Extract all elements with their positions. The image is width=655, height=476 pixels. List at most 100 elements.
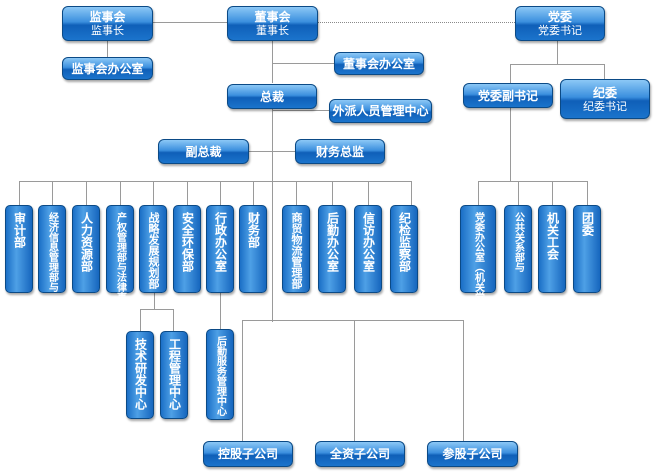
party-deputy-secretary-node[interactable]: 党委副书记 [463,83,553,108]
dept-strategy[interactable]: 战略发展规划部 [139,205,167,293]
connector [557,40,558,64]
dept-discipline-inspection[interactable]: 纪检监察部 [390,205,418,293]
engineering-center[interactable]: 工程管理中心 [160,331,188,419]
dept-logistics-office[interactable]: 后勤办公室 [318,205,346,293]
connector [220,293,221,329]
dept-human-resources[interactable]: 人力资源部 [72,205,100,293]
node-title: 控股子公司 [217,447,278,461]
node-subtitle: 党委书记 [538,24,582,37]
connector [296,181,297,205]
dept-label: 纪检监察部 [397,212,412,272]
center-label: 后勤服务管理中心 [214,336,226,416]
dept-admin-office[interactable]: 行政办公室 [206,205,234,293]
party-dept-public-relations[interactable]: 公共关系部与 [504,205,532,293]
dept-economic-info[interactable]: 经济信息管理部与 [38,205,66,293]
dept-petition-office[interactable]: 信访办公室 [354,205,382,293]
connector [411,181,412,205]
connector [52,181,53,205]
node-title: 参股子公司 [442,447,503,461]
node-title: 监事会 [89,10,126,24]
connector [19,181,20,205]
dept-audit[interactable]: 审计部 [5,205,33,293]
party-dept-label: 公共关系部与 [512,212,524,272]
node-title: 党委 [547,10,572,24]
connector [332,181,333,205]
connector [518,181,519,205]
connector [187,181,188,205]
connector [120,181,121,205]
connector [153,181,154,205]
node-title: 党委副书记 [477,88,538,103]
dept-label: 经济信息管理部与 [46,212,58,292]
connector [368,181,369,205]
rd-center[interactable]: 技术研发中心 [126,331,154,419]
supervisors-office-node[interactable]: 监事会办公室 [62,57,153,80]
cfo-node[interactable]: 财务总监 [295,139,385,164]
node-subtitle: 监事长 [91,24,124,37]
party-committee-node[interactable]: 党委 党委书记 [515,6,605,41]
node-title: 财务总监 [315,144,364,159]
connector [242,320,463,321]
holding-subsidiary-node[interactable]: 控股子公司 [203,441,293,467]
dept-finance[interactable]: 财务部 [239,205,267,293]
node-title: 监事会办公室 [71,61,144,76]
party-dept-label: 团委 [580,212,595,236]
connector [604,64,605,79]
equity-participation-node[interactable]: 参股子公司 [427,441,518,467]
dept-label: 审计部 [12,212,27,248]
node-title: 董事会办公室 [342,56,415,71]
wholly-owned-subsidiary-node[interactable]: 全资子公司 [315,441,405,467]
dept-trade-logistics[interactable]: 商贸物流管理部 [282,205,310,293]
party-dept-label: 机关工会 [545,212,560,260]
connector [249,151,295,152]
center-label: 工程管理中心 [167,338,182,410]
logistics-service-center[interactable]: 后勤服务管理中心 [206,329,234,420]
connector [140,309,173,310]
connector [153,22,227,23]
center-label: 技术研发中心 [133,338,148,410]
node-title: 全资子公司 [329,447,390,461]
dept-label: 安全环保部 [180,212,195,272]
connector [510,64,604,65]
connector [242,320,243,441]
node-title: 总裁 [259,89,284,104]
node-title: 外派人员管理中心 [332,104,429,118]
dept-label: 信访办公室 [361,212,376,272]
dept-label: 后勤办公室 [325,212,340,272]
dept-label: 商贸物流管理部 [290,212,303,289]
node-title: 纪委 [592,85,617,100]
president-node[interactable]: 总裁 [227,84,317,109]
party-dept-youth-league[interactable]: 团委 [573,205,601,293]
dept-property-legal[interactable]: 产权管理部与法律事务 [106,205,134,312]
connector [272,63,334,64]
expat-center-node[interactable]: 外派人员管理中心 [329,99,432,123]
node-title: 副总裁 [185,144,222,159]
connector [552,181,553,205]
connector [354,320,355,441]
connector [478,181,587,182]
dept-label: 产权管理部与法律事务 [114,212,126,312]
dotted-connector [318,22,515,23]
vice-president-node[interactable]: 副总裁 [158,139,249,164]
board-office-node[interactable]: 董事会办公室 [334,52,424,75]
connector [272,40,273,83]
dept-safety-env[interactable]: 安全环保部 [173,205,201,293]
connector [478,181,479,205]
node-subtitle: 纪委书记 [583,99,627,113]
dept-label: 人力资源部 [79,212,94,272]
connector [253,181,254,205]
connector [463,320,464,441]
board-of-directors-node[interactable]: 董事会 董事长 [227,6,318,41]
connector [154,293,155,309]
connector [272,110,329,111]
party-dept-office[interactable]: 党委办公室（机关党总支） [460,205,496,332]
party-dept-union[interactable]: 机关工会 [538,205,566,293]
supervisors-board-node[interactable]: 监事会 监事长 [62,6,153,41]
dept-label: 战略发展规划部 [147,212,160,289]
connector [587,181,588,205]
party-dept-label: 党委办公室（机关党总支） [472,212,484,332]
dept-label: 行政办公室 [213,212,228,272]
connector [86,181,87,205]
discipline-committee-node[interactable]: 纪委 纪委书记 [560,79,650,119]
